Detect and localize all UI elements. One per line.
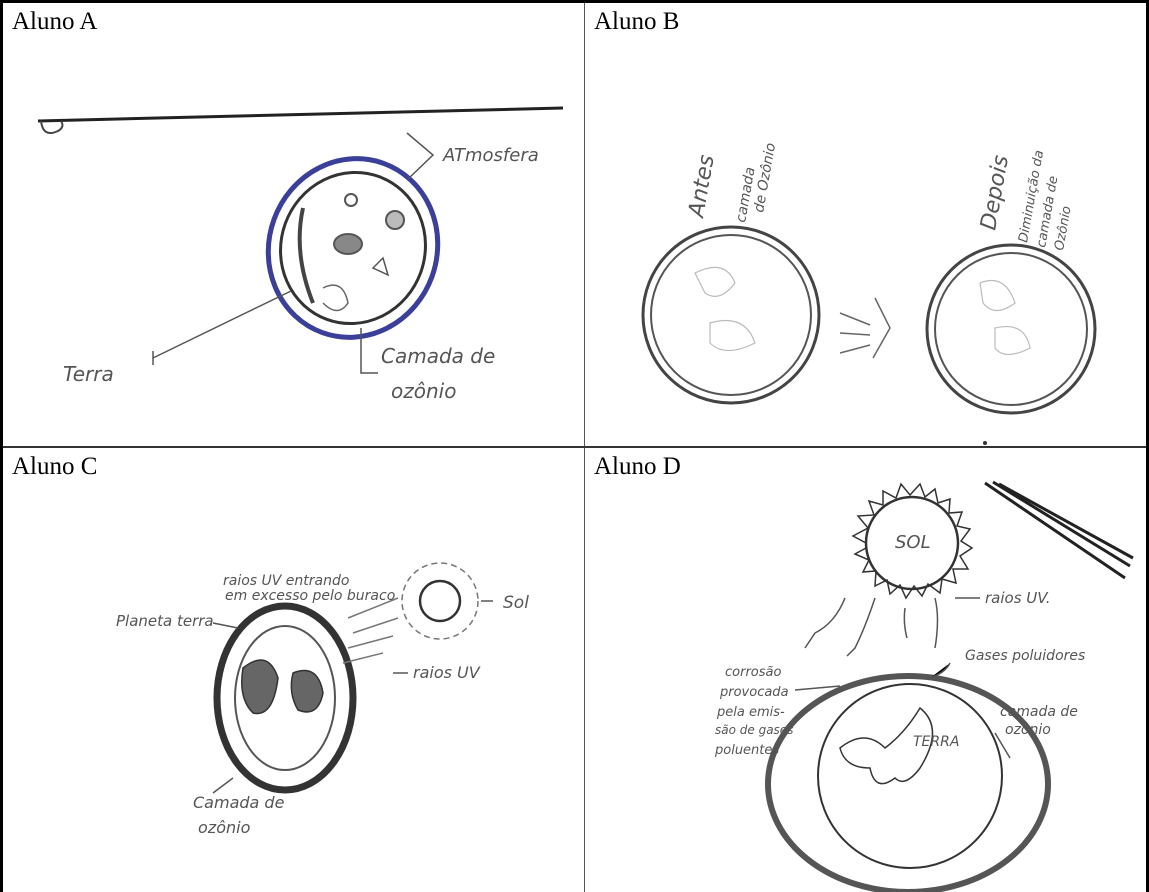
panel-label: Aluno B	[594, 8, 680, 35]
frame-right-border	[1146, 0, 1149, 892]
panel-aluno-b: Aluno B Antes camada de Ozônio Depois Di…	[585, 3, 1146, 446]
drawing-aluno-b: Antes camada de Ozônio Depois Diminuição…	[641, 142, 1097, 445]
annotation-camada-2: ozônio	[198, 818, 251, 837]
panel-label: Aluno D	[594, 453, 681, 480]
annotation-camada-1: camada de	[1000, 704, 1078, 720]
annotation-corrosao-3: pela emis-	[716, 705, 785, 720]
annotation-planeta-terra: Planeta terra	[116, 612, 214, 630]
annotation-raios-entrando-1: raios UV entrando	[223, 573, 349, 589]
annotation-terra: TERRA	[913, 734, 959, 750]
frame-left-border	[0, 0, 3, 892]
drawing-aluno-a: ATmosfera Terra Camada de ozônio	[37, 106, 564, 403]
annotation-antes: Antes	[684, 153, 720, 221]
annotation-corrosao-5: poluentes	[714, 743, 779, 758]
annotation-sol: Sol	[503, 593, 529, 613]
horizontal-divider	[0, 446, 1149, 448]
annotation-atmosfera: ATmosfera	[442, 145, 539, 166]
drawing-aluno-c: raios UV entrando em excesso pelo buraco…	[116, 562, 529, 837]
annotation-terra: Terra	[63, 362, 114, 386]
annotation-sol: SOL	[895, 532, 931, 553]
annotation-corrosao-2: provocada	[719, 685, 789, 700]
panel-label: Aluno C	[12, 453, 98, 480]
panel-label: Aluno A	[12, 8, 98, 35]
panel-aluno-c: Aluno C raios UV entrando em excesso pel…	[3, 448, 584, 892]
drawing-aluno-d: SOL raios UV. Gases poluidores corrosão …	[714, 480, 1134, 892]
panel-aluno-d: Aluno D SOL raios UV. Gases poluidores c…	[585, 448, 1146, 892]
annotation-diminuicao-3: Ozônio	[1052, 205, 1075, 252]
annotation-camada-1: Camada de	[381, 344, 495, 368]
annotation-raios-entrando-2: em excesso pelo buraco	[225, 588, 395, 604]
annotation-raios-uv: raios UV.	[985, 589, 1051, 607]
annotation-camada-2: ozônio	[1005, 722, 1051, 738]
annotation-corrosao-4: são de gases	[715, 723, 793, 737]
annotation-corrosao-1: corrosão	[725, 665, 781, 680]
annotation-camada-2: ozônio	[391, 379, 456, 403]
panel-aluno-a: Aluno A ATmosfera Terra Camada de ozônio	[3, 3, 584, 446]
annotation-camada-1: Camada de	[193, 793, 285, 812]
annotation-gases-poluidores: Gases poluidores	[965, 648, 1085, 664]
annotation-raios-uv: raios UV	[413, 663, 481, 682]
annotation-depois: Depois	[976, 153, 1014, 232]
frame-top-border	[0, 0, 1149, 3]
